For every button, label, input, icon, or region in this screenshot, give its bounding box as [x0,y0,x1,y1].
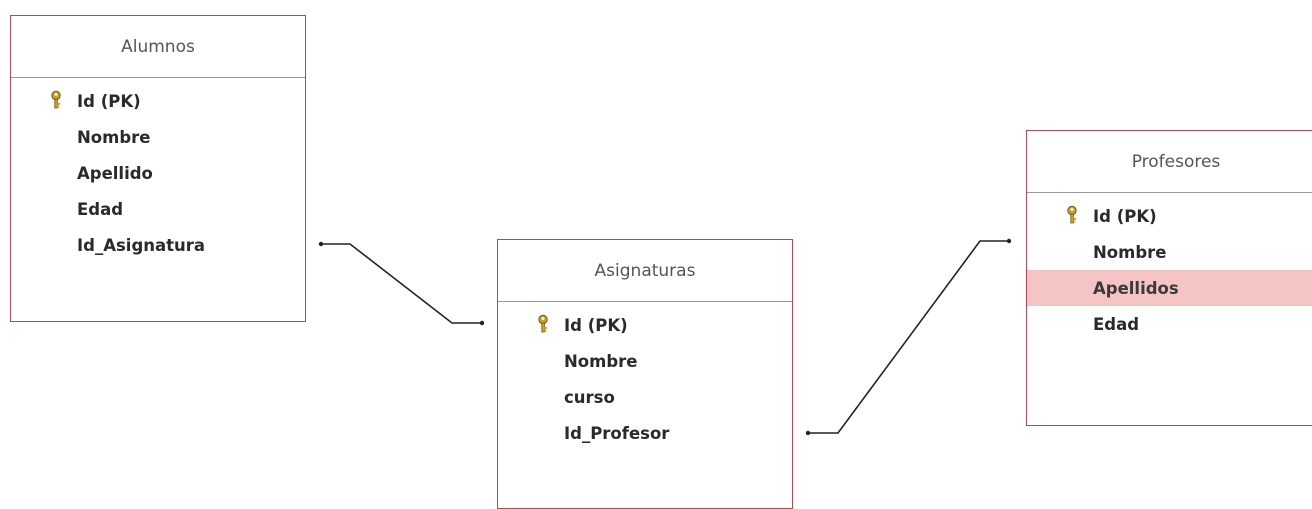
field-label: Id (PK) [1093,206,1157,226]
field-row[interactable]: curso [498,379,792,415]
primary-key-icon [1067,205,1077,224]
field-row-primary-key[interactable]: Id (PK) [1027,198,1312,234]
relationship-alumnos-asignaturas[interactable] [318,241,485,326]
field-row[interactable]: Apellido [11,155,305,191]
table-title: Asignaturas [498,240,792,302]
relationship-asignaturas-profesores[interactable] [805,238,1012,436]
field-row[interactable]: Edad [11,191,305,227]
table-alumnos[interactable]: Alumnos Id (PK) Nombre Apellido Edad [10,15,306,322]
field-row[interactable]: Edad [1027,306,1312,342]
field-row[interactable]: Nombre [1027,234,1312,270]
field-list: Id (PK) Nombre Apellidos Edad [1027,193,1312,342]
field-row[interactable]: Id_Profesor [498,415,792,451]
table-asignaturas[interactable]: Asignaturas Id (PK) Nombre curso Id_Prof… [497,239,793,509]
field-label: Nombre [77,127,151,147]
field-label: Id (PK) [77,91,141,111]
field-label: Edad [77,199,124,219]
table-profesores[interactable]: Profesores Id (PK) Nombre Apellidos Edad [1026,130,1312,426]
field-label: Apellido [77,163,153,183]
field-label: Id_Profesor [564,423,670,443]
field-label: Id_Asignatura [77,235,206,255]
field-row[interactable]: Id_Asignatura [11,227,305,263]
field-label: Nombre [564,351,638,371]
field-row[interactable]: Nombre [498,343,792,379]
field-row-primary-key[interactable]: Id (PK) [11,83,305,119]
field-label: Nombre [1093,242,1167,262]
field-list: Id (PK) Nombre curso Id_Profesor [498,302,792,451]
field-row-selected[interactable]: Apellidos [1027,270,1312,306]
field-label: Id (PK) [564,315,628,335]
table-title: Profesores [1027,131,1312,193]
field-list: Id (PK) Nombre Apellido Edad Id_Asignatu… [11,78,305,263]
primary-key-icon [51,90,61,109]
field-row-primary-key[interactable]: Id (PK) [498,307,792,343]
field-label: Edad [1093,314,1140,334]
field-label: Apellidos [1093,278,1179,298]
table-title: Alumnos [11,16,305,78]
primary-key-icon [538,314,548,333]
field-label: curso [564,387,615,407]
field-row[interactable]: Nombre [11,119,305,155]
